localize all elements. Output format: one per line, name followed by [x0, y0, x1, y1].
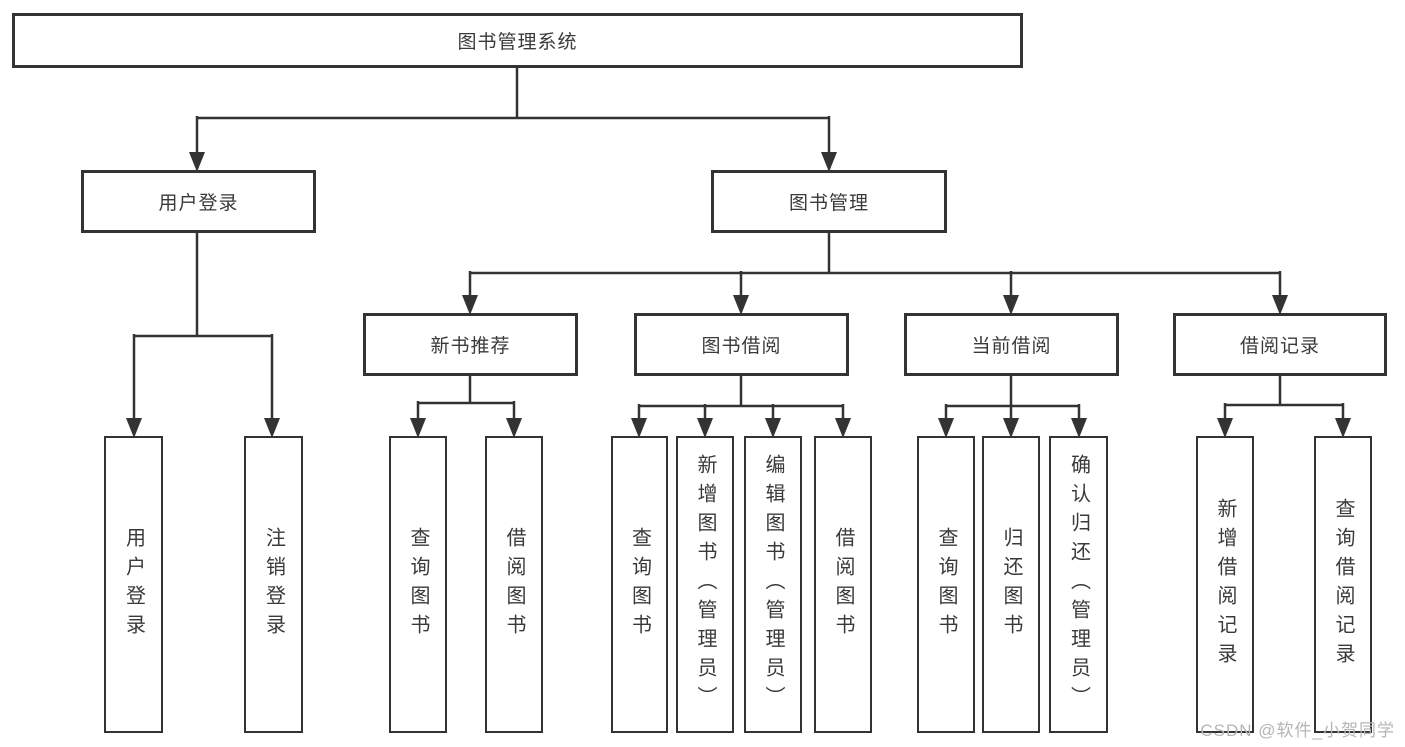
- leaf-query-books-borrowing: 查询图书: [611, 436, 668, 733]
- node-borrowing-records: 借阅记录: [1173, 313, 1387, 376]
- leaf-borrow-books: 借阅图书: [814, 436, 872, 733]
- leaf-query-borrow-record: 查询借阅记录: [1314, 436, 1372, 733]
- leaf-query-books-recommend: 查询图书: [389, 436, 447, 733]
- leaf-borrow-books-recommend: 借阅图书: [485, 436, 543, 733]
- node-book-borrowing: 图书借阅: [634, 313, 849, 376]
- leaf-add-borrow-record: 新增借阅记录: [1196, 436, 1254, 733]
- node-book-management: 图书管理: [711, 170, 947, 233]
- leaf-query-books-current: 查询图书: [917, 436, 975, 733]
- leaf-edit-books-admin: 编辑图书（管理员）: [744, 436, 802, 733]
- leaf-add-books-admin: 新增图书（管理员）: [676, 436, 734, 733]
- node-user-login: 用户登录: [81, 170, 316, 233]
- node-current-borrowing: 当前借阅: [904, 313, 1119, 376]
- leaf-user-login: 用户登录: [104, 436, 163, 733]
- leaf-logout: 注销登录: [244, 436, 303, 733]
- csdn-watermark: CSDN @软件_小贺同学: [1200, 721, 1395, 740]
- node-new-book-recommendation: 新书推荐: [363, 313, 578, 376]
- leaf-return-books: 归还图书: [982, 436, 1040, 733]
- leaf-confirm-return-admin: 确认归还（管理员）: [1049, 436, 1108, 733]
- node-root-library-system: 图书管理系统: [12, 13, 1023, 68]
